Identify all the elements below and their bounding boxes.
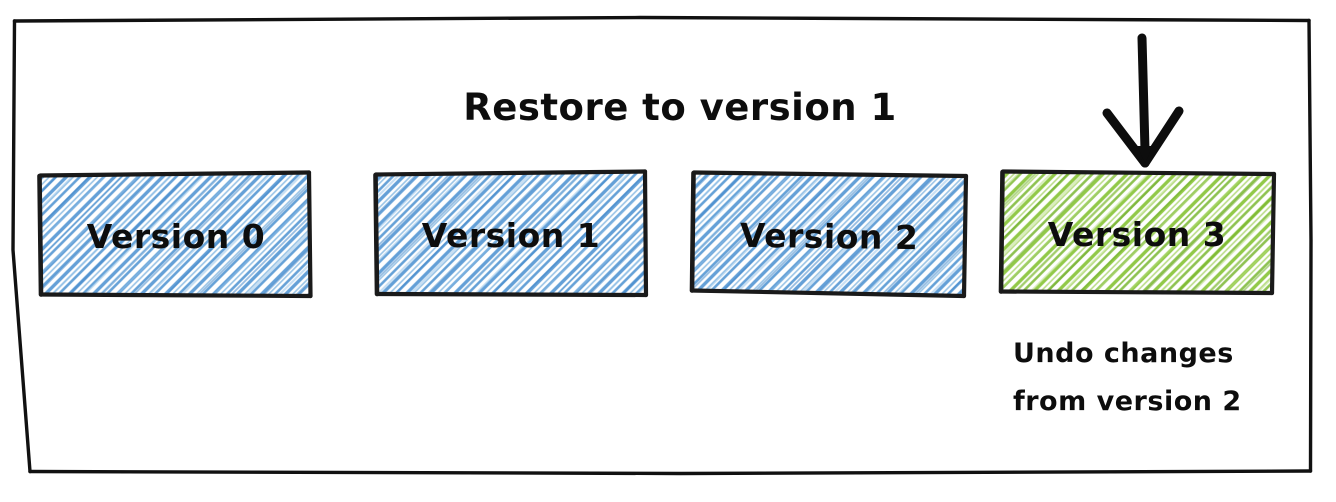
- version-box-2[interactable]: Version 2: [689, 170, 969, 299]
- caption-line-1: Undo changes: [1013, 338, 1234, 369]
- version-box-0-label: Version 0: [87, 217, 265, 256]
- version-box-3-fill-overlay: [1001, 171, 1274, 293]
- version-box-0[interactable]: Version 0: [37, 170, 313, 299]
- version-box-1[interactable]: Version 1: [373, 169, 649, 298]
- version-box-1-fill-overlay: [376, 171, 646, 295]
- down-arrow-icon: [1102, 33, 1184, 168]
- outer-frame: [11, 15, 1313, 476]
- version-box-1-label: Version 1: [422, 216, 600, 255]
- caption: Undo changes from version 2: [1013, 338, 1242, 417]
- version-box-2-label: Version 2: [740, 216, 919, 257]
- version-box-3-label: Version 3: [1048, 215, 1226, 254]
- version-box-2-fill-overlay: [692, 172, 966, 296]
- version-box-0-fill-overlay: [40, 172, 311, 296]
- caption-line-2: from version 2: [1013, 386, 1242, 417]
- version-box-3[interactable]: Version 3: [998, 169, 1277, 296]
- page-title: Restore to version 1: [463, 86, 896, 129]
